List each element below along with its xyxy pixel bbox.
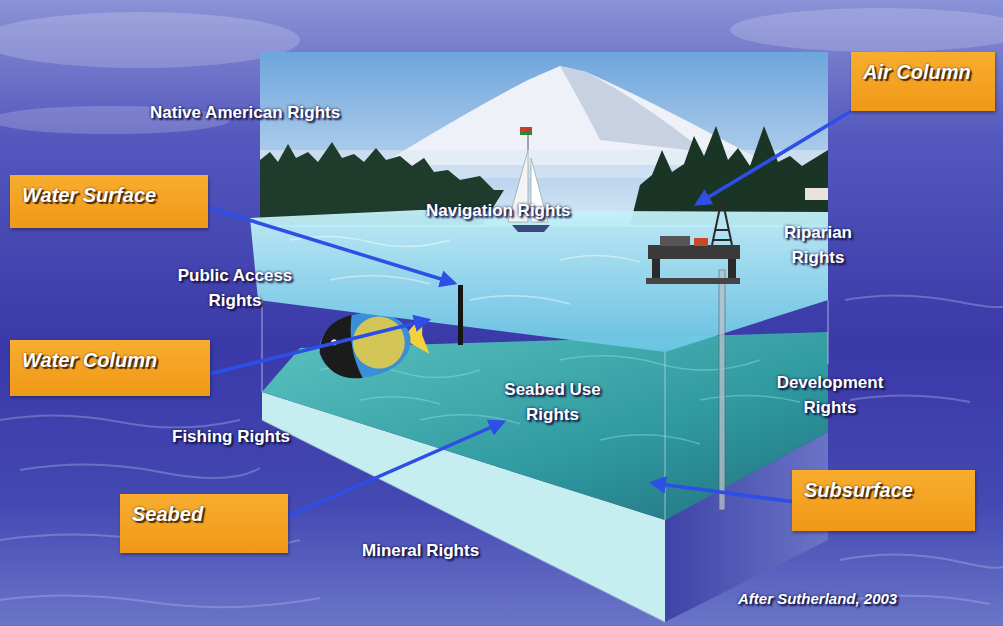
rights-label: Riparian Rights <box>770 220 866 270</box>
callout-box: Seabed <box>120 494 288 553</box>
oil-rig <box>646 198 740 510</box>
leader-arrows <box>200 110 853 519</box>
callout-text: Water Column <box>22 349 157 372</box>
trees-right <box>630 126 828 225</box>
rights-label: Fishing Rights <box>172 424 290 449</box>
shore-house <box>805 188 828 200</box>
callout-box: Air Column <box>851 52 995 111</box>
leader-arrow <box>652 483 795 502</box>
callout-text: Seabed <box>132 503 203 526</box>
rights-label: Native American Rights <box>150 100 340 125</box>
rights-label: Seabed Use Rights <box>490 377 615 427</box>
rights-label: Public Access Rights <box>160 263 310 313</box>
rights-label: Mineral Rights <box>362 538 479 563</box>
source-credit: After Sutherland, 2003 <box>738 590 897 607</box>
mountain-shade <box>560 66 705 152</box>
callout-box: Subsurface <box>792 470 975 531</box>
callout-box: Water Surface <box>10 175 208 228</box>
leader-arrow <box>282 422 503 519</box>
callout-box: Water Column <box>10 340 210 396</box>
seabed-texture <box>320 356 800 444</box>
water-surface <box>250 210 828 352</box>
surface-marker <box>458 285 463 345</box>
block-edge <box>262 420 665 622</box>
leader-arrow <box>205 320 428 375</box>
leader-arrow <box>697 110 853 204</box>
surface-texture <box>290 236 640 304</box>
water-ripples <box>0 295 1003 607</box>
rights-label: Development Rights <box>765 370 895 420</box>
landscape-photo <box>260 52 828 227</box>
rights-label: Navigation Rights <box>426 198 571 223</box>
callout-text: Subsurface <box>804 479 913 502</box>
callout-text: Air Column <box>863 61 971 84</box>
sky <box>260 52 828 227</box>
callout-text: Water Surface <box>22 184 156 207</box>
